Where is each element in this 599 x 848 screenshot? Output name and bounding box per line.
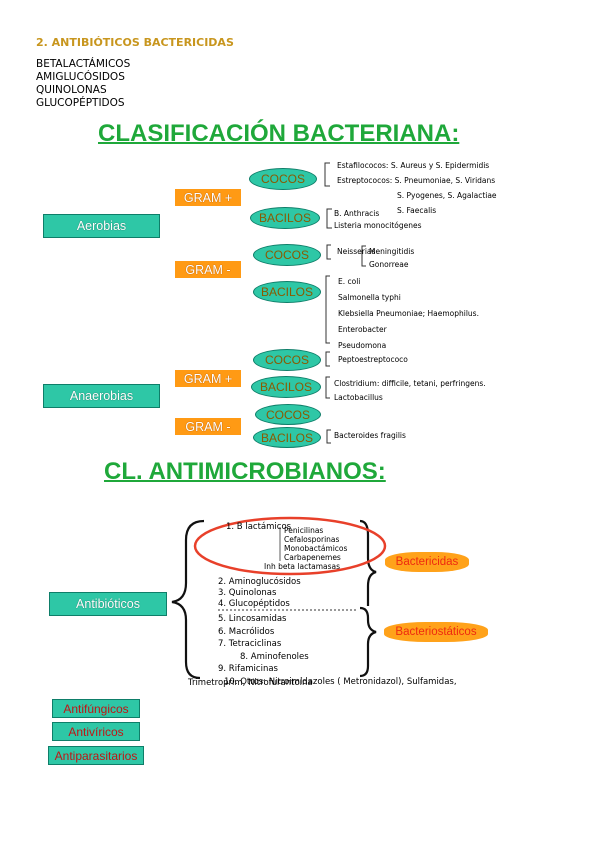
aerobias-gram-neg-cocos: COCOS xyxy=(253,244,321,266)
aerobias-gram-neg-box: GRAM - xyxy=(175,261,241,278)
anaerobias-box: Anaerobias xyxy=(43,384,160,408)
drug-class-item: 2. Aminoglucósidos xyxy=(218,577,301,587)
bacteriostatic-list: 5. Lincosamidas 6. Macrólidos 7. Tetraci… xyxy=(218,613,457,688)
drug-item: Inh beta lactamasas xyxy=(264,562,341,571)
species-item: Peptoestreptococo xyxy=(338,355,408,364)
drug-item: Penicilinas xyxy=(284,526,324,535)
section-heading: 2. ANTIBIÓTICOS BACTERICIDAS xyxy=(36,36,234,49)
antimicrobials-title: CL. ANTIMICROBIANOS: xyxy=(104,458,386,485)
drug-class-item: 3. Quinolonas xyxy=(218,588,277,598)
aerobias-gram-pos-bacilos: BACILOS xyxy=(250,207,320,229)
species-item: Pseudomona xyxy=(338,341,387,350)
species-item: S. Pyogenes, S. Agalactiae xyxy=(397,191,497,200)
betalactamicos-list: Penicilinas Cefalosporinas Monobactámico… xyxy=(284,526,347,562)
classification-title: CLASIFICACIÓN BACTERIANA: xyxy=(98,120,460,147)
aerobias-gram-pos-cocos: COCOS xyxy=(249,168,317,190)
aerobias-gram-pos-box: GRAM + xyxy=(175,189,241,206)
antifungicos-box: Antifúngicos xyxy=(52,699,140,718)
drug-class-item: 9. Rifamicinas xyxy=(218,664,278,674)
drug-class-item: 6. Macrólidos xyxy=(218,626,275,637)
betalactamicos-label: 1. B lactámicos xyxy=(226,522,292,532)
drug-class-item: 8. Aminofenoles xyxy=(240,651,309,662)
neisserias-list: Meningitidis Gonorreae xyxy=(369,247,414,269)
drug-item: GLUCOPÉPTIDOS xyxy=(36,97,125,109)
species-item: Estreptococos: S. Pneumoniae, S. Viridan… xyxy=(337,176,496,185)
species-item: Lactobacillus xyxy=(334,393,383,402)
anaerobias-gram-pos-box: GRAM + xyxy=(175,370,241,387)
drug-item: Cefalosporinas xyxy=(284,535,340,544)
anaerobias-gram-pos-cocos: COCOS xyxy=(253,349,321,371)
neisserias-label: Neisserias xyxy=(337,247,376,256)
drug-list: BETALACTÁMICOS AMIGLUCÓSIDOS QUINOLONAS … xyxy=(36,58,130,110)
anaerobias-gram-neg-bacilos: BACILOS xyxy=(253,427,321,448)
bactericidal-list: 2. Aminoglucósidos 3. Quinolonas 4. Gluc… xyxy=(218,577,301,610)
drug-class-item: 7. Tetraciclinas xyxy=(218,639,282,649)
bacteriostaticos-label: Bacteriostáticos xyxy=(384,622,488,642)
bactericidal-highlight-circle xyxy=(193,516,387,576)
drug-item: QUINOLONAS xyxy=(36,84,107,96)
anaerobias-gram-neg-box: GRAM - xyxy=(175,418,241,435)
drug-class-item: 4. Glucopéptidos xyxy=(218,599,290,609)
species-item: Gonorreae xyxy=(369,260,409,269)
antiparasitarios-box: Antiparasitarios xyxy=(48,746,144,765)
species-item: E. coli xyxy=(338,277,361,286)
drug-class-item: Trimetroprim, Nitrofurantoína xyxy=(188,678,313,688)
antiviricos-box: Antivíricos xyxy=(52,722,140,741)
drug-item: Monobactámicos xyxy=(284,544,348,553)
species-item: Klebsiella Pneumoniae; Haemophilus. xyxy=(338,309,479,318)
drug-item: BETALACTÁMICOS xyxy=(36,58,131,70)
species-item: B. Anthracis xyxy=(334,209,380,218)
drug-class-item: 5. Lincosamidas xyxy=(218,614,287,624)
drug-class-item: 10. Otros: Nitroimidazoles ( Metronidazo… xyxy=(224,676,457,687)
species-item: Estafilococos: S. Aureus y S. Epidermidi… xyxy=(337,161,490,170)
drug-item: AMIGLUCÓSIDOS xyxy=(36,71,125,83)
species-item: Enterobacter xyxy=(338,325,387,334)
species-item: Meningitidis xyxy=(369,247,415,256)
anaerobias-gram-neg-cocos: COCOS xyxy=(255,404,321,425)
aerobias-box: Aerobias xyxy=(43,214,160,238)
antibioticos-box: Antibióticos xyxy=(49,592,167,616)
aerobias-gram-pos-bacilos-list: B. Anthracis Listeria monocitógenes xyxy=(334,209,422,230)
species-item: S. Faecalis xyxy=(397,206,437,215)
species-item: Listeria monocitógenes xyxy=(334,221,422,230)
species-item: Bacteroides fragilis xyxy=(334,431,406,440)
anaerobias-gram-pos-bacilos-list: Clostridium: difficile, tetani, perfring… xyxy=(334,379,486,402)
bactericidas-label: Bactericidas xyxy=(385,552,469,572)
drug-item: Carbapenemes xyxy=(284,553,341,562)
aerobias-gram-neg-bacilos: BACILOS xyxy=(253,281,321,303)
species-item: Salmonella typhi xyxy=(338,293,401,302)
aerobias-gram-neg-bacilos-list: E. coli Salmonella typhi Klebsiella Pneu… xyxy=(338,277,479,350)
species-item: Clostridium: difficile, tetani, perfring… xyxy=(334,379,486,388)
aerobias-gram-pos-cocos-list: Estafilococos: S. Aureus y S. Epidermidi… xyxy=(337,161,497,215)
anaerobias-gram-pos-bacilos: BACILOS xyxy=(251,376,321,398)
